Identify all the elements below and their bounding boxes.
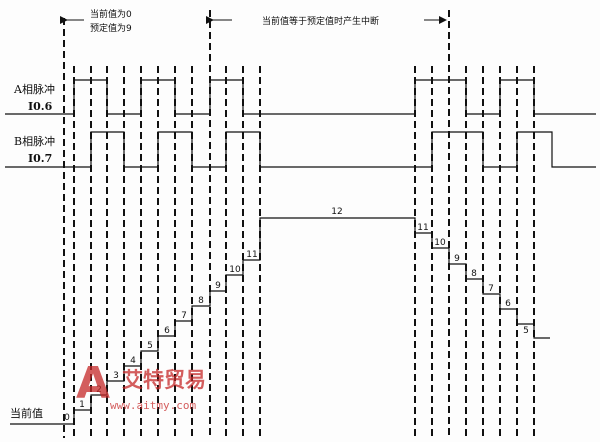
count-staircase xyxy=(10,217,550,425)
reset-annotation: 当前值为0 预定值为9 xyxy=(60,8,132,34)
interrupt-annotation: 当前值等于预定值时产生中断 xyxy=(206,15,447,27)
count-value: 1 xyxy=(79,400,85,410)
count-value: 10 xyxy=(434,238,446,248)
current-value-label: 当前值 xyxy=(10,406,43,420)
watermark-brand: 艾特贸易 xyxy=(122,368,206,392)
b-phase-waveform xyxy=(5,131,596,168)
watermark-logo-letter: A xyxy=(76,358,110,409)
a-phase-waveform xyxy=(5,79,596,115)
count-value: 2 xyxy=(96,385,102,395)
a-phase-address: I0.6 xyxy=(28,100,53,113)
count-value: 11 xyxy=(246,250,257,260)
b-phase-address: I0.7 xyxy=(28,152,52,165)
count-value: 12 xyxy=(331,207,342,217)
watermark-url: www.aitmy.com xyxy=(110,399,196,412)
interrupt-note: 当前值等于预定值时产生中断 xyxy=(262,15,379,27)
b-phase-name: B相脉冲 xyxy=(14,134,55,148)
count-value: 4 xyxy=(130,356,136,366)
count-value: 9 xyxy=(215,281,221,291)
count-value: 6 xyxy=(164,326,170,336)
count-value: 5 xyxy=(147,341,153,351)
count-value: 8 xyxy=(198,296,204,306)
count-value: 7 xyxy=(488,284,494,294)
count-value: 7 xyxy=(181,311,187,321)
count-value: 0 xyxy=(64,413,70,423)
reset-note-line1: 当前值为0 xyxy=(90,8,132,20)
count-value: 6 xyxy=(505,299,511,309)
a-phase-name: A相脉冲 xyxy=(13,82,55,96)
count-value: 8 xyxy=(471,269,477,279)
a-phase-signal: A相脉冲 I0.6 xyxy=(5,79,596,115)
count-value: 3 xyxy=(113,371,119,381)
count-value: 9 xyxy=(454,254,460,264)
edge-marker-lines xyxy=(63,10,535,438)
count-value: 5 xyxy=(523,326,529,336)
counter-current-value: 当前值 0 1 2 3 4 5 6 7 8 9 10 11 12 11 10 9… xyxy=(10,207,550,425)
count-value: 11 xyxy=(417,223,428,233)
reset-note-line2: 预定值为9 xyxy=(90,22,132,34)
b-phase-signal: B相脉冲 I0.7 xyxy=(5,131,596,168)
count-value: 10 xyxy=(229,265,241,275)
site-watermark: A 艾特贸易 www.aitmy.com xyxy=(76,358,206,412)
